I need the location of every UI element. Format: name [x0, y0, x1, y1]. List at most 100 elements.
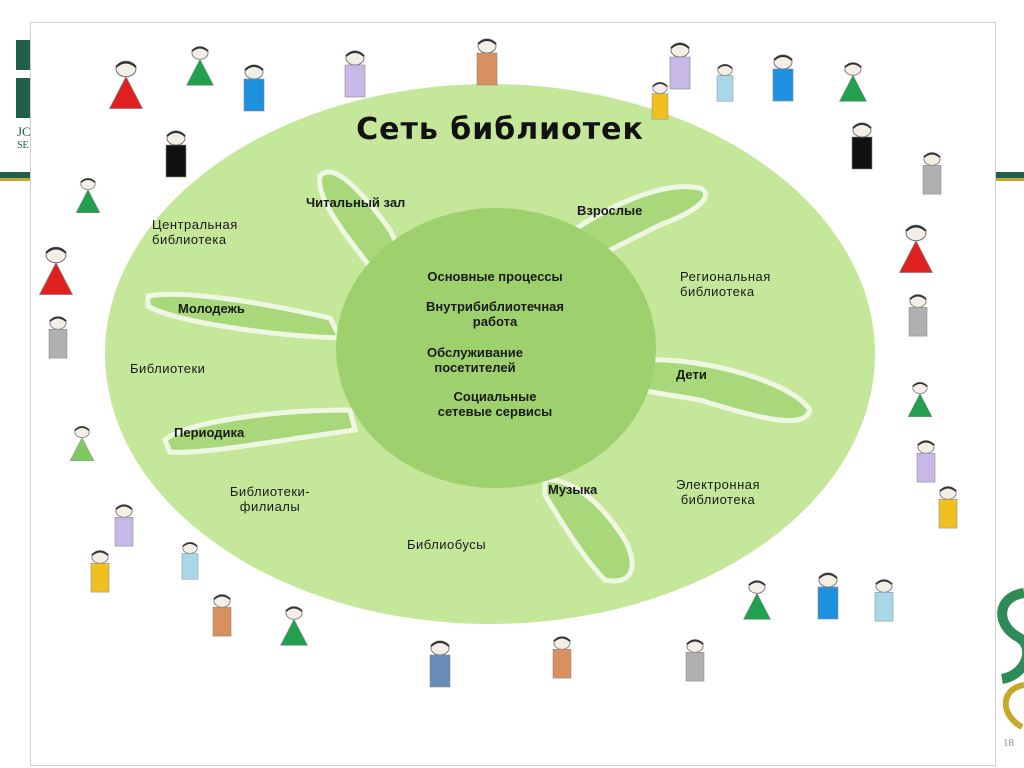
person-figure-icon: [476, 38, 498, 86]
person-body: [243, 78, 265, 112]
person-hair: [49, 316, 67, 322]
outer-label-regional-library: Региональная библиотека: [680, 269, 771, 299]
person-hair: [345, 51, 365, 57]
person-body: [108, 75, 144, 109]
ray-label-adults: Взрослые: [577, 203, 643, 218]
core-item-main-processes: Основные процессы: [427, 269, 563, 284]
rays: [145, 169, 813, 584]
ray-label-reading-room: Читальный зал: [306, 195, 406, 210]
person-hair: [905, 225, 927, 232]
outer-label-branch-libraries: Библиотеки- филиалы: [229, 484, 311, 514]
person-hair: [213, 594, 231, 600]
person-figure-icon: [669, 42, 691, 90]
person-body: [898, 239, 934, 273]
person-figure-icon: [114, 504, 134, 547]
person-figure-icon: [165, 130, 187, 178]
outer-label-bookmobiles: Библиобусы: [407, 537, 487, 552]
ray-label-children: Дети: [676, 367, 707, 382]
person-figure-icon: [908, 294, 928, 337]
person-hair: [115, 61, 137, 68]
person-body: [922, 165, 942, 195]
person-body: [90, 563, 110, 593]
ray-label-music: Музыка: [548, 482, 598, 497]
person-hair: [166, 131, 186, 137]
person-hair: [430, 641, 450, 647]
person-figure-icon: [898, 224, 934, 273]
ray-label-periodicals: Периодика: [174, 425, 245, 440]
outer-label-electronic-library: Электронная библиотека: [675, 477, 761, 507]
person-figure-icon: [90, 550, 110, 593]
person-body: [38, 261, 74, 295]
person-figure-icon: [851, 122, 873, 170]
person-figure-icon: [839, 62, 867, 102]
person-figure-icon: [75, 177, 101, 214]
person-hair: [74, 426, 90, 432]
person-body: [69, 437, 95, 462]
person-figure-icon: [186, 46, 214, 86]
person-figure-icon: [108, 60, 144, 109]
person-figure-icon: [772, 54, 794, 102]
person-body: [772, 68, 794, 102]
right-band: [996, 172, 1024, 178]
person-figure-icon: [743, 580, 771, 620]
person-figure-icon: [212, 594, 232, 637]
person-body: [75, 189, 101, 214]
person-figure-icon: [907, 381, 933, 418]
person-body: [817, 586, 839, 620]
person-hair: [748, 580, 766, 586]
person-hair: [917, 440, 935, 446]
logo-mark: [16, 40, 30, 70]
person-body: [181, 553, 199, 580]
outer-label-libraries: Библиотеки: [130, 361, 206, 376]
person-hair: [939, 486, 957, 492]
person-hair: [909, 294, 927, 300]
logo-text-1: JC: [17, 124, 31, 139]
person-body: [165, 144, 187, 178]
person-body: [916, 453, 936, 483]
person-hair: [875, 579, 893, 585]
left-band: [0, 172, 30, 178]
person-body: [476, 52, 498, 86]
person-body: [651, 93, 669, 120]
person-figure-icon: [552, 636, 572, 679]
person-body: [186, 58, 214, 86]
person-hair: [80, 178, 96, 184]
logo-text-2: SE: [17, 140, 29, 151]
person-hair: [773, 55, 793, 61]
person-figure-icon: [243, 64, 265, 112]
person-hair: [477, 39, 497, 45]
person-body: [907, 393, 933, 418]
ray-children: [636, 357, 813, 424]
person-figure-icon: [280, 606, 308, 646]
decorative-s-icon: [997, 588, 1024, 730]
person-figure-icon: [817, 572, 839, 620]
person-body: [48, 329, 68, 359]
person-body: [685, 652, 705, 682]
person-body: [344, 64, 366, 98]
ray-label-youth: Молодежь: [178, 301, 245, 316]
person-body: [429, 654, 451, 688]
person-hair: [652, 82, 668, 88]
person-hair: [191, 46, 209, 52]
person-body: [114, 517, 134, 547]
person-figure-icon: [685, 639, 705, 682]
people-figures: [38, 38, 958, 688]
core-item-social-services: Социальные сетевые сервисы: [437, 389, 553, 419]
person-figure-icon: [938, 486, 958, 529]
person-figure-icon: [181, 541, 199, 580]
person-hair: [182, 542, 198, 548]
person-body: [743, 592, 771, 620]
person-hair: [923, 152, 941, 158]
person-figure-icon: [429, 640, 451, 688]
ray-music: [542, 477, 635, 584]
person-body: [669, 56, 691, 90]
core-item-visitor-service: Обслуживание посетителей: [426, 345, 523, 375]
person-body: [851, 136, 873, 170]
person-figure-icon: [651, 81, 669, 120]
outer-label-central-library: Центральная библиотека: [152, 217, 238, 247]
person-hair: [115, 504, 133, 510]
person-hair: [912, 382, 928, 388]
person-body: [552, 649, 572, 679]
